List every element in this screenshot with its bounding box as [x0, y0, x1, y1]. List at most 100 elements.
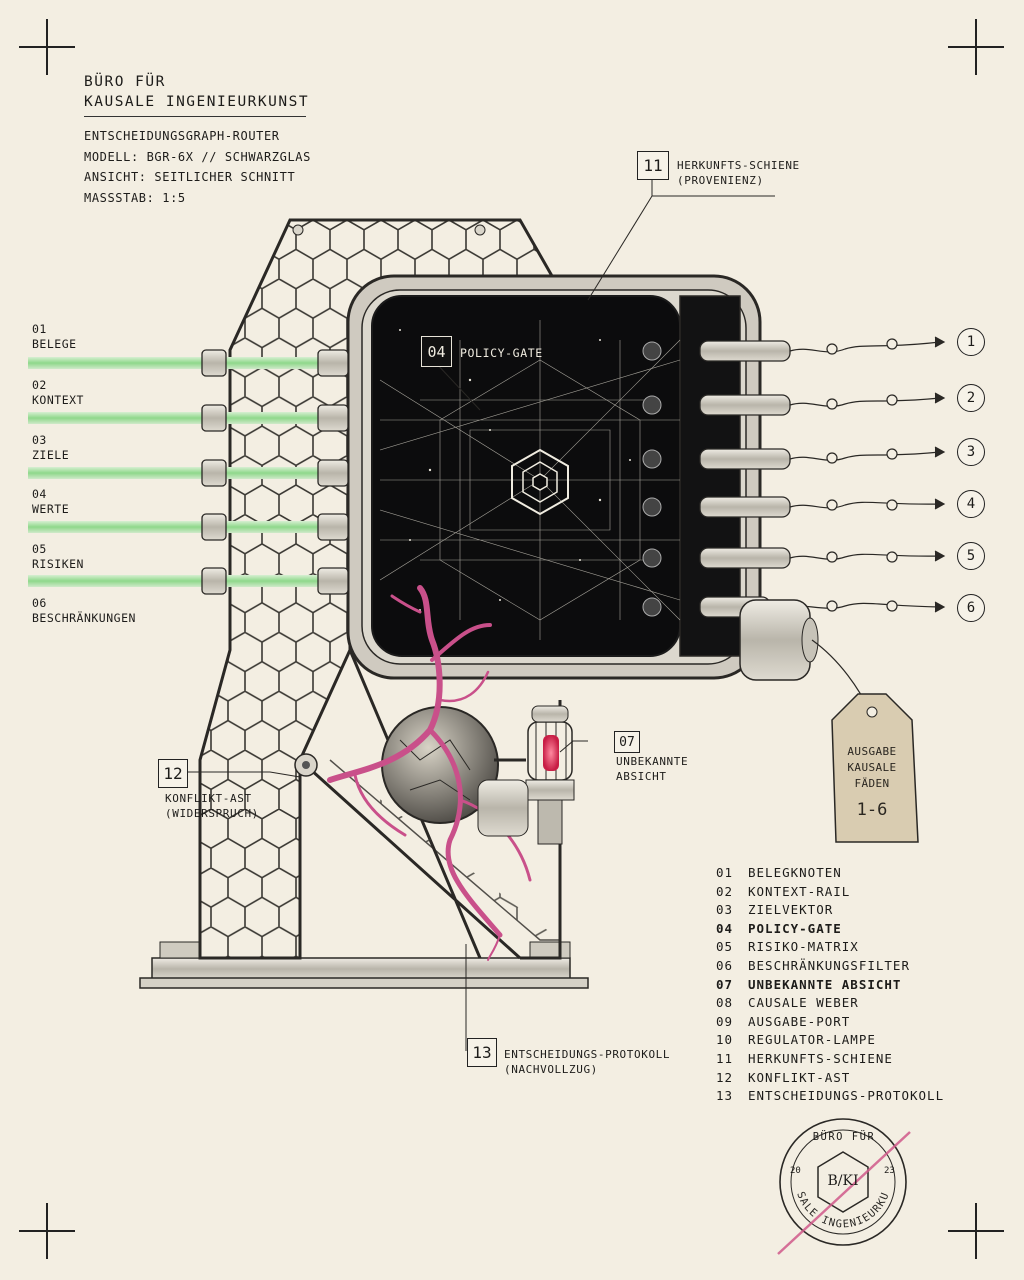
legend-num-04: 04: [716, 920, 734, 936]
legend-row-03: 03 ZIELVEKTOR: [716, 901, 944, 920]
input-num-06: 06: [32, 596, 47, 610]
tag-line2: KAUSALE: [847, 761, 897, 774]
regulator-spool: [739, 599, 871, 713]
input-num-01: 01: [32, 322, 47, 336]
legend-label-13: ENTSCHEIDUNGS-PROTOKOLL: [748, 1088, 945, 1104]
input-text-05: RISIKEN: [32, 557, 84, 571]
input-label-01: 01 BELEGE: [32, 322, 77, 352]
legend-num-13: 13: [716, 1088, 734, 1104]
black-glass-housing: [346, 274, 762, 680]
callout-13-line1: ENTSCHEIDUNGS-PROTOKOLL: [504, 1048, 671, 1061]
legend-label-12: KONFLIKT-AST: [748, 1069, 851, 1085]
legend-num-11: 11: [716, 1050, 734, 1066]
legend-label-05: RISIKO-MATRIX: [748, 939, 859, 955]
input-beam-05: [28, 575, 338, 587]
output-tag: [831, 693, 919, 843]
callout-07-line2: ABSICHT: [616, 770, 667, 783]
output-ports: [642, 340, 791, 618]
legend-num-05: 05: [716, 939, 734, 955]
office-title-line2: KAUSALE INGENIEURKUNST: [84, 94, 310, 110]
callout-13-number: 13: [467, 1038, 497, 1067]
callout-12-line1: KONFLIKT-AST: [165, 792, 252, 805]
input-label-06: 06 BESCHRÄNKUNGEN: [32, 596, 136, 626]
crop-mark-bottom-left: [19, 1203, 75, 1259]
crop-mark-top-right: [948, 19, 1004, 75]
legend-label-02: KONTEXT-RAIL: [748, 883, 851, 899]
callout-11-text: HERKUNFTS-SCHIENE (PROVENIENZ): [677, 158, 800, 188]
input-num-04: 04: [32, 487, 47, 501]
legend-label-03: ZIELVEKTOR: [748, 902, 834, 918]
output-port-3: [642, 448, 791, 470]
regulator-lamp: [477, 705, 575, 845]
spec-line-1: ENTSCHEIDUNGSGRAPH-ROUTER: [84, 129, 280, 143]
output-threads: [769, 336, 946, 613]
legend-label-04: POLICY-GATE: [748, 920, 842, 936]
input-label-05: 05 RISIKEN: [32, 542, 84, 572]
crop-mark-bottom-right: [948, 1203, 1004, 1259]
input-beam-02: [28, 412, 338, 424]
legend-num-07: 07: [716, 976, 734, 992]
input-beam-03: [28, 467, 338, 479]
legend-row-06: 06 BESCHRÄNKUNGSFILTER: [716, 957, 944, 976]
input-text-01: BELEGE: [32, 337, 77, 351]
input-num-02: 02: [32, 378, 47, 392]
legend-num-06: 06: [716, 957, 734, 973]
spec-line-2: MODELL: BGR-6X // SCHWARZGLAS: [84, 149, 311, 164]
output-number-2: 2: [957, 384, 985, 412]
input-beam-04: [28, 521, 338, 533]
input-label-04: 04 WERTE: [32, 487, 69, 517]
legend-label-08: CAUSALE WEBER: [748, 995, 859, 1011]
input-num-03: 03: [32, 433, 47, 447]
legend-row-07: 07 UNBEKANNTE ABSICHT: [716, 976, 944, 995]
input-text-03: ZIELE: [32, 448, 70, 462]
input-beams: [28, 357, 338, 587]
tag-range: 1-6: [856, 800, 888, 820]
spec-line-3: ANSICHT: SEITLICHER SCHNITT: [84, 170, 296, 184]
legend-num-09: 09: [716, 1013, 734, 1029]
callout-12-line2: (WIDERSPRUCH): [165, 807, 259, 820]
office-title: BÜRO FÜR KAUSALE INGENIEURKUNST: [84, 72, 309, 112]
stamp-core-logo: B/KI: [827, 1173, 859, 1189]
output-number-3: 3: [957, 438, 985, 466]
stamp-year-left: 20: [790, 1166, 801, 1176]
office-stamp: KAUSALE INGENIEURKUNST: [770, 1112, 911, 1255]
legend-row-13: 13 ENTSCHEIDUNGS-PROTOKOLL: [716, 1087, 944, 1106]
legend-num-02: 02: [716, 883, 734, 899]
callout-11-line2: (PROVENIENZ): [677, 174, 764, 187]
callout-12-text: KONFLIKT-AST (WIDERSPRUCH): [165, 791, 259, 821]
tag-text: AUSGABE KAUSALE FÄDEN: [836, 744, 908, 792]
callout-07-number: 07: [614, 731, 640, 753]
input-text-02: KONTEXT: [32, 393, 84, 407]
callout-11-number: 11: [637, 151, 669, 180]
legend-label-06: BESCHRÄNKUNGSFILTER: [748, 957, 910, 973]
legend-row-05: 05 RISIKO-MATRIX: [716, 938, 944, 957]
legend-row-04: 04 POLICY-GATE: [716, 920, 944, 939]
legend-row-02: 02 KONTEXT-RAIL: [716, 883, 944, 902]
callout-11-line1: HERKUNFTS-SCHIENE: [677, 159, 800, 172]
crop-mark-top-left: [19, 19, 75, 75]
input-couplers: [201, 349, 349, 595]
legend-label-01: BELEGKNOTEN: [748, 865, 842, 880]
input-text-04: WERTE: [32, 502, 70, 516]
input-beam-01: [28, 357, 338, 369]
legend-num-03: 03: [716, 902, 734, 918]
legend-label-07: UNBEKANNTE ABSICHT: [748, 976, 902, 992]
leader-lines: [186, 178, 775, 1051]
policy-gate-core: [511, 448, 569, 516]
callout-04-number: 04: [421, 336, 452, 367]
output-number-5: 5: [957, 542, 985, 570]
tag-line3: FÄDEN: [854, 777, 890, 790]
callout-13-text: ENTSCHEIDUNGS-PROTOKOLL (NACHVOLLZUG): [504, 1047, 670, 1077]
input-label-03: 03 ZIELE: [32, 433, 69, 463]
callout-12-number: 12: [158, 759, 188, 788]
legend-num-10: 10: [716, 1032, 734, 1048]
thread-beads: [826, 338, 898, 612]
callout-07-text: UNBEKANNTE ABSICHT: [616, 754, 688, 784]
stamp-year-right: 23: [884, 1166, 895, 1176]
output-number-6: 6: [957, 594, 985, 622]
